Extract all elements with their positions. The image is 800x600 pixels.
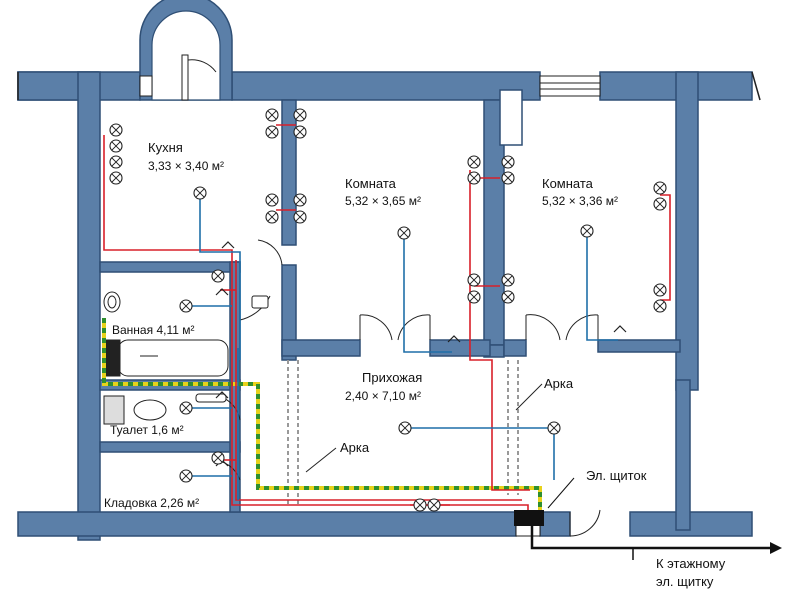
lighting-wires	[186, 193, 618, 500]
lamp-symbol	[501, 273, 515, 287]
lamp-symbol	[211, 269, 225, 283]
balcony-bay	[139, 0, 233, 101]
room2-name: Комната	[542, 176, 594, 191]
arch-right-label: Арка	[544, 376, 574, 391]
lamp-symbol	[265, 125, 279, 139]
lamp-symbol	[427, 498, 441, 512]
lamp-symbol	[211, 451, 225, 465]
riser-cable	[514, 510, 782, 560]
lamp-symbol	[293, 193, 307, 207]
lamp-symbol	[413, 498, 427, 512]
lamp-symbol	[653, 299, 667, 313]
lamp-symbol	[293, 108, 307, 122]
lamp-symbol	[501, 155, 515, 169]
lamp-symbol	[179, 469, 193, 483]
kitchen-dims: 3,33 × 3,40 м²	[148, 159, 224, 173]
riser-label-line2: эл. щитку	[656, 574, 714, 589]
riser-label-line1: К этажному	[656, 556, 726, 571]
lamp-symbol	[265, 210, 279, 224]
lamp-symbol	[467, 273, 481, 287]
bath-name: Ванная 4,11 м²	[112, 323, 194, 337]
lamp-symbol	[653, 283, 667, 297]
panel-label: Эл. щиток	[586, 468, 647, 483]
lamp-symbol	[653, 181, 667, 195]
lamp-symbol	[398, 421, 412, 435]
arch-left-label: Арка	[340, 440, 370, 455]
room-labels: Кухня 3,33 × 3,40 м² Комната 5,32 × 3,65…	[104, 140, 726, 589]
hall-dims: 2,40 × 7,10 м²	[345, 389, 421, 403]
kitchen-name: Кухня	[148, 140, 183, 155]
lamp-symbol	[467, 155, 481, 169]
doors	[209, 239, 601, 537]
hall-name: Прихожая	[362, 370, 422, 385]
lamp-symbol	[547, 421, 561, 435]
storage-name: Кладовка 2,26 м²	[104, 496, 199, 510]
lamp-symbol	[109, 139, 123, 153]
lamp-symbol	[653, 197, 667, 211]
room1-name: Комната	[345, 176, 397, 191]
lamp-symbol	[397, 226, 411, 240]
lamp-symbol	[293, 210, 307, 224]
lamp-symbol	[467, 171, 481, 185]
lamp-symbol	[179, 299, 193, 313]
lamp-symbol	[293, 125, 307, 139]
arch-leaders	[305, 383, 543, 473]
plumbing-fixtures	[103, 291, 269, 425]
room1-dims: 5,32 × 3,65 м²	[345, 194, 421, 208]
panel-leader	[547, 477, 575, 509]
lamp-symbol	[109, 171, 123, 185]
phase-wires	[103, 124, 671, 512]
lamp-symbol	[109, 123, 123, 137]
lamp-symbol	[501, 171, 515, 185]
room2-dims: 5,32 × 3,36 м²	[542, 194, 618, 208]
switches	[215, 241, 627, 467]
lamp-symbol	[109, 155, 123, 169]
arch-lines	[287, 360, 519, 505]
lamp-symbol	[580, 224, 594, 238]
ground-wire	[102, 318, 542, 512]
lamp-symbol	[179, 401, 193, 415]
lamp-symbol	[265, 193, 279, 207]
walls	[17, 71, 761, 541]
lamp-symbol	[467, 290, 481, 304]
lamp-symbol	[501, 290, 515, 304]
lamp-symbol	[265, 108, 279, 122]
toilet-name: Туалет 1,6 м²	[110, 423, 184, 437]
lamp-fixtures	[109, 108, 667, 512]
lamp-symbol	[193, 186, 207, 200]
